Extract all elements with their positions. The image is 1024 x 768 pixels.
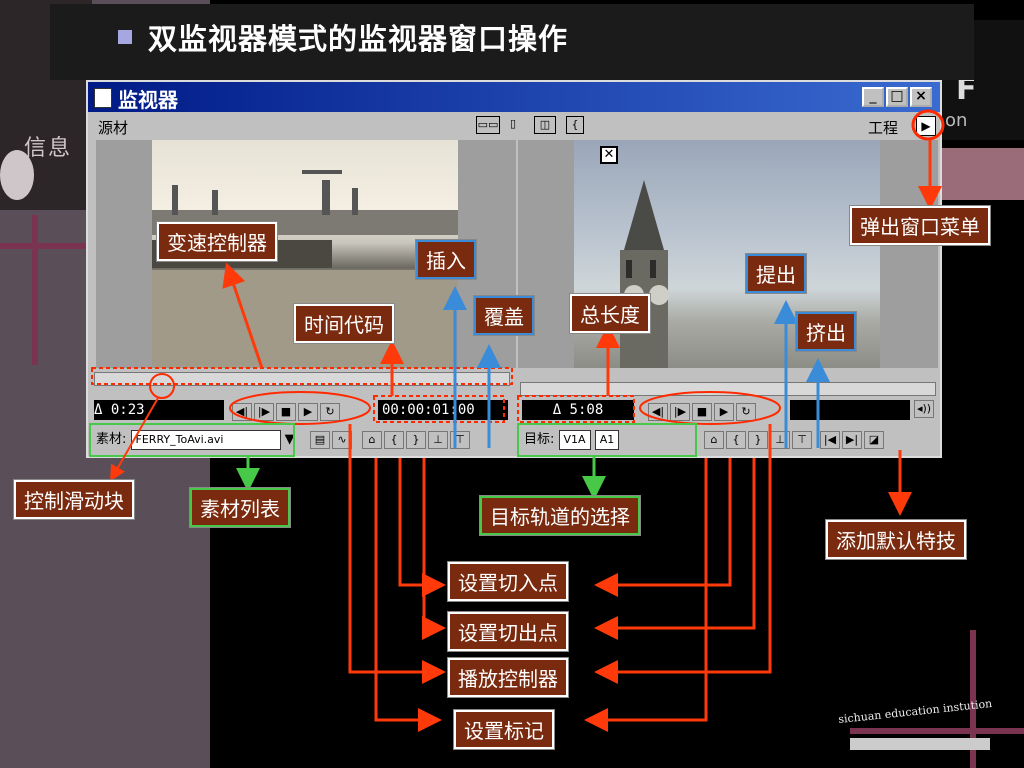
program-edit-buttons: ⌂{}⊥⊤ |◀▶|◪ — [704, 428, 886, 449]
source-set-out-icon[interactable]: } — [406, 431, 426, 449]
insert-icon[interactable]: ⊥ — [428, 431, 448, 449]
maximize-button[interactable]: □ — [886, 87, 908, 107]
decorative-cross-vertical — [32, 215, 38, 365]
window-app-icon — [94, 88, 112, 108]
volume-icon[interactable]: ◂)) — [914, 400, 934, 418]
filmstrip-icon[interactable]: ▤ — [310, 431, 330, 449]
close-button[interactable]: × — [910, 87, 932, 107]
video-track-dropdown[interactable]: V1A — [558, 430, 591, 450]
clip-dropdown-chevron-icon[interactable]: ▼ — [284, 432, 295, 447]
clip-list-row: 素材: FERRY_ToAvi.avi ▼ — [96, 428, 295, 450]
program-stop-icon[interactable]: ■ — [692, 403, 712, 421]
label-slider-handle: 控制滑动块 — [14, 480, 134, 519]
decorative-cross-horizontal — [0, 243, 90, 249]
bottom-cross-horizontal — [850, 728, 1024, 734]
label-total-length: 总长度 — [570, 294, 650, 333]
label-play-controller: 播放控制器 — [448, 658, 568, 697]
program-mark-icon[interactable]: ⌂ — [704, 431, 724, 449]
program-timecode-display[interactable] — [790, 400, 910, 420]
program-step-back-icon[interactable]: ◀| — [648, 403, 668, 421]
source-play-controls: ◀||▶■▶↻ — [232, 400, 342, 421]
logo-text: 信息 — [24, 136, 73, 161]
default-transition-icon[interactable]: ◪ — [864, 431, 884, 449]
source-timecode-display[interactable]: 00:00:01:00 — [378, 400, 508, 420]
school-crest-logo — [0, 150, 34, 200]
source-set-in-icon[interactable]: { — [384, 431, 404, 449]
label-set-in: 设置切入点 — [448, 562, 568, 601]
right-letter: F — [956, 72, 977, 107]
program-shuttle-slider[interactable] — [520, 382, 936, 396]
title-band — [50, 4, 974, 80]
source-step-back-icon[interactable]: ◀| — [232, 403, 252, 421]
overlay-icon[interactable]: ⊤ — [450, 431, 470, 449]
program-play-controls: ◀||▶■▶↻ — [648, 400, 758, 421]
waveform-icon[interactable]: ∿ — [332, 431, 352, 449]
target-track-row: 目标: V1A A1 — [524, 428, 620, 450]
source-duration-display: Δ 0:23 — [94, 400, 224, 420]
source-step-forward-icon[interactable]: |▶ — [254, 403, 274, 421]
close-video-icon[interactable]: ✕ — [600, 146, 618, 164]
bottom-cross-vertical — [970, 630, 976, 768]
label-extract: 挤出 — [796, 312, 856, 351]
program-label: 工程 — [868, 119, 899, 137]
monitor-header-row: 源材 ▭▭ ▯ ◫ { 工程 ▶ — [88, 114, 940, 138]
source-mark-icon[interactable]: ⌂ — [362, 431, 382, 449]
window-titlebar[interactable]: 监视器 _ □ × — [88, 82, 940, 112]
label-overlay: 覆盖 — [474, 296, 534, 335]
source-label: 源材 — [98, 119, 129, 137]
trim-view-icon[interactable]: ◫ — [534, 116, 556, 134]
source-play-icon[interactable]: ▶ — [298, 403, 318, 421]
label-default-effect: 添加默认特技 — [826, 520, 966, 559]
label-lift: 提出 — [746, 254, 806, 293]
popup-menu-button[interactable]: ▶ — [916, 116, 936, 136]
clip-list-dropdown[interactable]: FERRY_ToAvi.avi — [130, 430, 281, 450]
source-stop-icon[interactable]: ■ — [276, 403, 296, 421]
lift-icon[interactable]: ⊥ — [770, 431, 790, 449]
program-step-forward-icon[interactable]: |▶ — [670, 403, 690, 421]
right-pink-block — [936, 148, 1024, 200]
label-speed-controller: 变速控制器 — [157, 222, 277, 261]
program-duration-display: Δ 5:08 — [522, 400, 634, 420]
extract-icon[interactable]: ⊤ — [792, 431, 812, 449]
source-shuttle-slider[interactable] — [94, 372, 510, 386]
label-popup-menu: 弹出窗口菜单 — [850, 206, 990, 245]
brand-logo-block — [850, 738, 990, 750]
program-set-out-icon[interactable]: } — [748, 431, 768, 449]
right-on-text: on — [945, 110, 968, 131]
title-bullet-icon — [118, 30, 132, 44]
source-edit-buttons: ▤∿ ⌂{}⊥⊤ — [310, 428, 472, 449]
window-title: 监视器 — [118, 88, 178, 112]
next-edit-icon[interactable]: ▶| — [842, 431, 862, 449]
in-out-view-icon[interactable]: { — [566, 116, 584, 134]
single-view-icon[interactable]: ▯ — [506, 116, 520, 134]
audio-track-dropdown[interactable]: A1 — [594, 430, 620, 450]
source-loop-icon[interactable]: ↻ — [320, 403, 340, 421]
program-monitor: ✕ — [518, 140, 938, 368]
monitor-window: 监视器 _ □ × 源材 ▭▭ ▯ ◫ { 工程 ▶ — [86, 80, 942, 458]
minimize-button[interactable]: _ — [862, 87, 884, 107]
label-timecode: 时间代码 — [294, 304, 394, 343]
slide-title: 双监视器模式的监视器窗口操作 — [148, 22, 569, 56]
clock-tower-image — [620, 180, 669, 368]
label-target-track: 目标轨道的选择 — [480, 496, 640, 535]
target-label: 目标: — [524, 432, 555, 447]
program-play-icon[interactable]: ▶ — [714, 403, 734, 421]
program-set-in-icon[interactable]: { — [726, 431, 746, 449]
label-set-out: 设置切出点 — [448, 612, 568, 651]
program-loop-icon[interactable]: ↻ — [736, 403, 756, 421]
dual-view-icon[interactable]: ▭▭ — [476, 116, 500, 134]
label-insert: 插入 — [416, 240, 476, 279]
previous-edit-icon[interactable]: |◀ — [820, 431, 840, 449]
label-set-marker: 设置标记 — [454, 710, 554, 749]
clip-label: 素材: — [96, 432, 127, 447]
label-clip-list: 素材列表 — [190, 488, 290, 527]
